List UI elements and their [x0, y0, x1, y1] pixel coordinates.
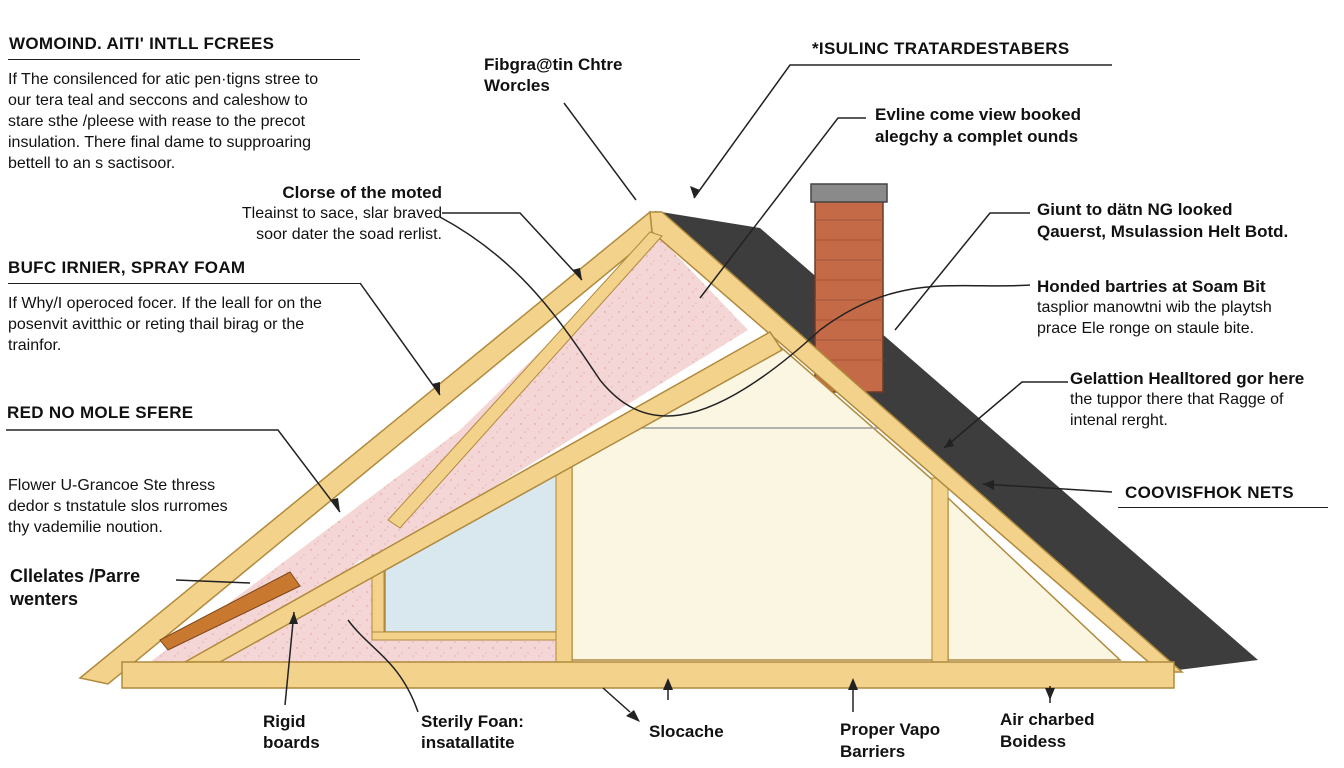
- collar-brace: [387, 231, 663, 529]
- gelation-title: Gelattion Healltored gor here: [1070, 369, 1305, 388]
- inner-callout-line: Tleainst to sace, slar braved: [241, 205, 442, 223]
- chimney-cap: [810, 183, 888, 203]
- fiberglass-label: Fibgra@tin Chtre Worcles: [484, 54, 622, 96]
- insulating-label: *ISULINC TRATARDESTABERS: [812, 39, 1070, 58]
- rigid-line: boards: [263, 733, 320, 752]
- left-block2-title: BUFC IRNIER, SPRAY FOAM: [8, 258, 246, 277]
- left-block1-line: our tera teal and seccons and caleshow t…: [8, 92, 308, 109]
- left-block1-title: WOMOIND. AITI' INTLL FCREES: [9, 34, 275, 53]
- left-block2-line: posenvit avitthic or reting thail birag …: [8, 316, 305, 333]
- pointer-arrowheads: [289, 186, 1055, 722]
- left-block3-title: RED NO MOLE SFERE: [7, 403, 194, 422]
- left-block1-line: stare sthe /pleese with rease to the pre…: [8, 113, 306, 130]
- left-block1-body: If The consilenced for atic pen·tigns st…: [8, 69, 368, 174]
- honded-line: tasplior manowtni wib the playtsh: [1037, 299, 1272, 317]
- left-block4-line: Cllelates /Parre: [10, 566, 141, 586]
- proper-vapor-label: Proper Vapo Barriers: [840, 719, 940, 763]
- fiberglass-line: Fibgra@tin Chtre: [484, 55, 623, 74]
- rigid-line: Rigid: [263, 712, 306, 731]
- gelation-label: Gelattion Healltored gor here the tuppor…: [1070, 368, 1304, 431]
- air-charbed-label: Air charbed Boidess: [1000, 709, 1094, 753]
- air-charbed-line: Air charbed: [1000, 710, 1095, 729]
- roof-shingles: [655, 211, 1258, 670]
- left-block3-line: dedor s tnstatule slos rurromes: [8, 498, 228, 515]
- left-block1-line: If The consilenced for atic pen·tigns st…: [8, 71, 319, 88]
- coovis-label: COOVISFHOK NETS: [1125, 483, 1294, 502]
- left-block2-body: If Why/I operoced focer. If the leall fo…: [8, 293, 378, 356]
- air-charbed-line: Boidess: [1000, 732, 1067, 751]
- floor-joist: [121, 661, 1175, 689]
- sterily-line: Sterily Foan:: [421, 712, 524, 731]
- pink-insulation-floor: [382, 640, 558, 662]
- giunt-label: Giunt to dätn NG looked Qauerst, Msulass…: [1037, 199, 1288, 243]
- left-block3-line: thy vademilie noution.: [8, 519, 163, 536]
- honded-label: Honded bartries at Soam Bit tasplior man…: [1037, 276, 1272, 339]
- evline-line: Evline come view booked: [875, 105, 1081, 124]
- honded-line: prace Ele ronge on staule bite.: [1037, 320, 1255, 338]
- sterily-label: Sterily Foan: insatallatite: [421, 711, 524, 753]
- inner-callout-line: soor dater the soad rerlist.: [256, 226, 442, 244]
- evline-line: alegchy a complet ounds: [875, 127, 1079, 146]
- honded-title: Honded bartries at Soam Bit: [1037, 277, 1266, 296]
- inner-callout-title: Clorse of the moted: [282, 183, 442, 202]
- inner-callout: Clorse of the moted Tleainst to sace, sl…: [196, 182, 442, 245]
- left-block4-line: wenters: [10, 589, 79, 609]
- slocache-label: Slocache: [649, 722, 724, 741]
- sterily-line: insatallatite: [421, 733, 515, 752]
- proper-vapor-line: Proper Vapo: [840, 720, 941, 739]
- left-block1-line: bettell to an s sactisoor.: [8, 155, 176, 172]
- left-block1-line: insulation. There final dame to supproar…: [8, 134, 311, 151]
- giunt-line: Qauerst, Msulassion Helt Botd.: [1037, 222, 1289, 241]
- rigid-label: Rigid boards: [263, 711, 320, 753]
- fiberglass-line: Worcles: [484, 76, 550, 95]
- giunt-line: Giunt to dätn NG looked: [1037, 200, 1233, 219]
- evline-label: Evline come view booked alegchy a comple…: [875, 104, 1081, 148]
- left-block3-body: Flower U-Grancoe Ste thress dedor s tnst…: [8, 475, 308, 538]
- left-block1-rule: [8, 59, 360, 60]
- left-block3-line: Flower U-Grancoe Ste thress: [8, 477, 216, 494]
- gelation-line: intenal rerght.: [1070, 412, 1168, 430]
- left-block2-rule: [8, 283, 360, 284]
- left-block2-line: If Why/I operoced focer. If the leall fo…: [8, 295, 322, 312]
- pink-insulation: [150, 236, 748, 662]
- gelation-line: the tuppor there that Ragge of: [1070, 391, 1284, 409]
- coovis-rule: [1118, 507, 1328, 508]
- cellulose-strip: [159, 571, 301, 651]
- left-block4-title: Cllelates /Parre wenters: [10, 565, 140, 611]
- left-block2-line: trainfor.: [8, 337, 62, 354]
- pointer-lines: [6, 64, 1113, 713]
- proper-vapor-line: Barriers: [840, 742, 906, 761]
